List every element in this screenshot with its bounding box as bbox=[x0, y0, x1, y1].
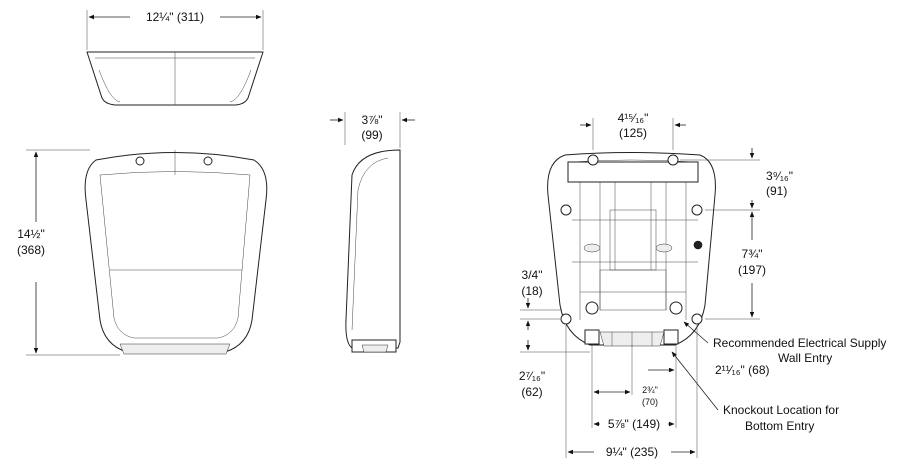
right-top-in-label: 3⁹⁄₁₆" bbox=[766, 169, 793, 183]
left-small-mm-label: (18) bbox=[521, 284, 542, 298]
right-mid-in-label: 7¾" bbox=[742, 247, 763, 261]
right-top-mm-label: (91) bbox=[766, 184, 787, 198]
electrical-callout-line1: Recommended Electrical Supply bbox=[713, 336, 886, 350]
inner-small-in-label: 2¾" bbox=[642, 385, 658, 395]
bottom-width-label: 9¼" (235) bbox=[606, 445, 658, 459]
left-dims: 3/4" (18) 2⁷⁄₁₆" (62) bbox=[519, 268, 590, 399]
depth-in-label: 3⅞" bbox=[362, 113, 383, 127]
left-low-mm-label: (62) bbox=[521, 385, 542, 399]
knockout-callout-line2: Bottom Entry bbox=[745, 419, 814, 433]
top-view: 12¼" (311) bbox=[86, 10, 264, 106]
front-view: 14½" (368) bbox=[17, 149, 268, 356]
right-low-label: 2¹¹⁄₁₆" (68) bbox=[715, 363, 770, 377]
bottom-dims: 2¹¹⁄₁₆" (68) 2¾" (70) 5⅞" (149) 9¼" (235… bbox=[565, 325, 770, 459]
height-in-label: 14½" bbox=[17, 227, 45, 241]
inner-small-mm-label: (70) bbox=[642, 397, 658, 407]
height-mm-label: (368) bbox=[17, 243, 45, 257]
right-dims: 3⁹⁄₁₆" (91) 7¾" (197) bbox=[680, 148, 793, 320]
top-spacing-dim: 4¹⁵⁄₁₆" (125) bbox=[580, 111, 686, 150]
back-view bbox=[547, 152, 716, 347]
top-width-label: 12¼" (311) bbox=[146, 10, 204, 24]
electrical-callout-line2: Wall Entry bbox=[778, 351, 832, 365]
left-small-in-label: 3/4" bbox=[522, 268, 543, 282]
top-spacing-in-label: 4¹⁵⁄₁₆" bbox=[618, 111, 649, 125]
mid-width-label: 5⅞" (149) bbox=[608, 417, 660, 431]
callouts: Recommended Electrical Supply Wall Entry… bbox=[671, 321, 886, 433]
right-mid-mm-label: (197) bbox=[738, 263, 766, 277]
knockout-callout-line1: Knockout Location for bbox=[723, 403, 839, 417]
depth-mm-label: (99) bbox=[361, 128, 382, 142]
side-view: 3⅞" (99) bbox=[330, 112, 415, 353]
left-low-in-label: 2⁷⁄₁₆" bbox=[519, 369, 545, 383]
top-spacing-mm-label: (125) bbox=[619, 126, 647, 140]
